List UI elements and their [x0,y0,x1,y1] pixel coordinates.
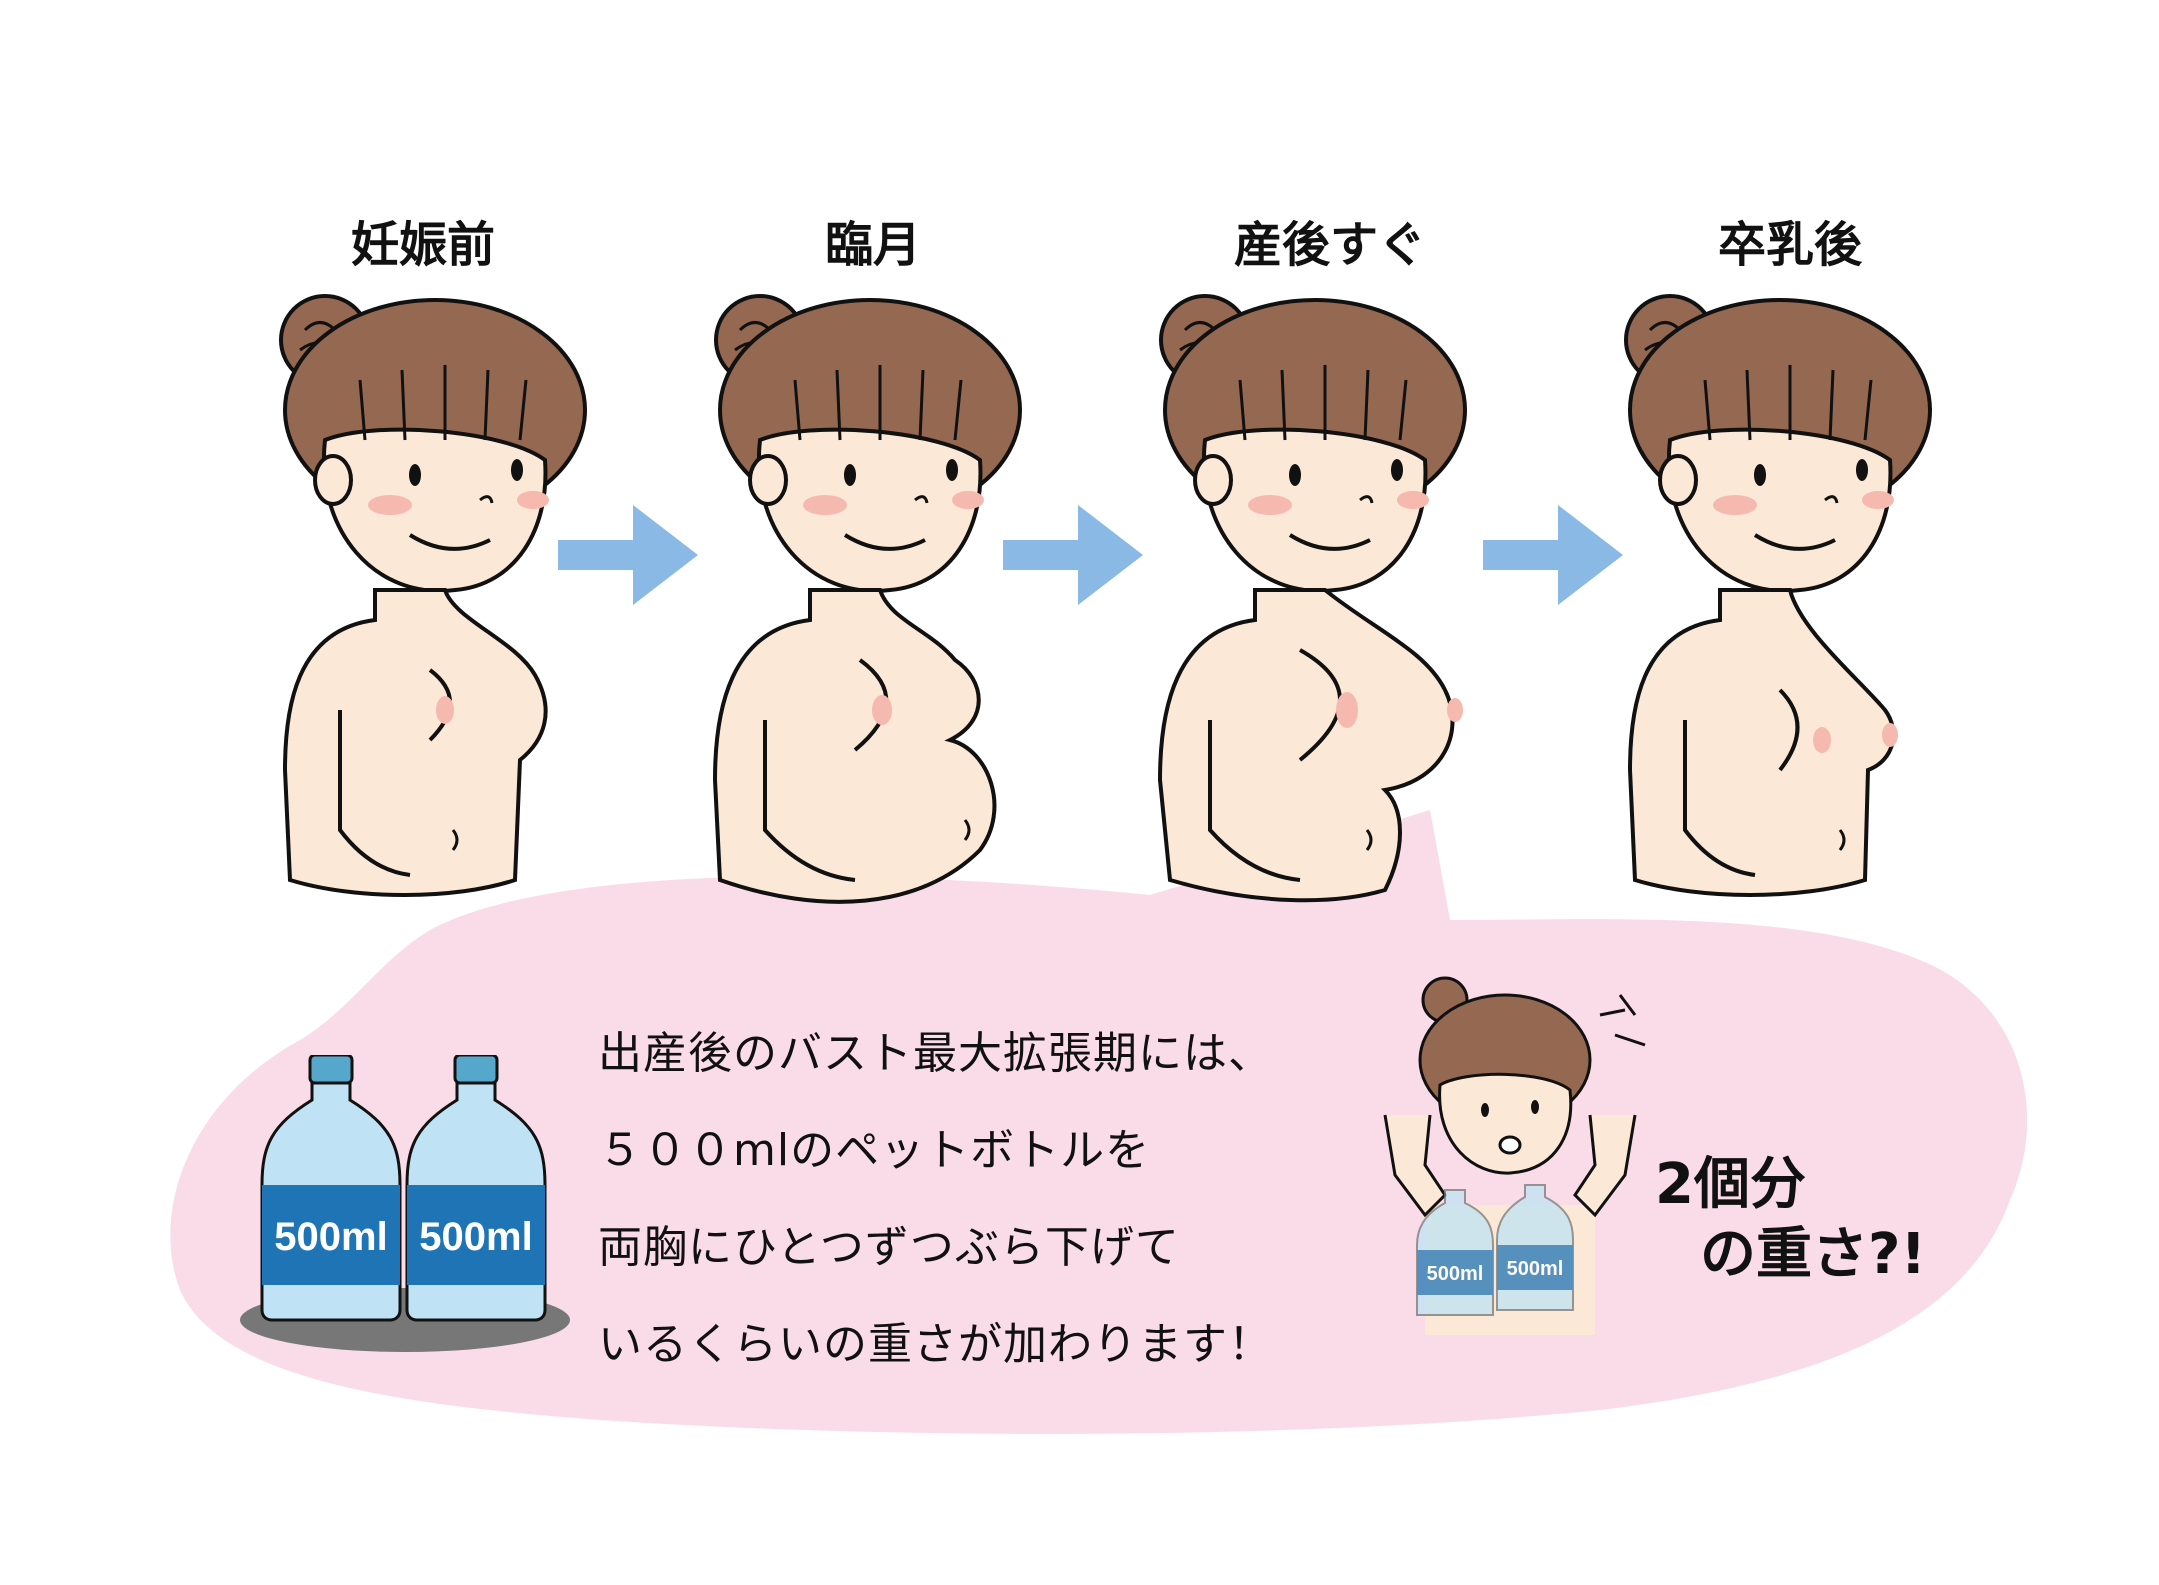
bottle-icon: 500ml [405,1055,547,1322]
bottle-label: 500ml [419,1215,532,1259]
arrow-right-icon [1483,505,1623,605]
arrow-right-icon [1003,505,1143,605]
mini-bottle-label: 500ml [1507,1258,1564,1280]
explanation-line: 出産後のバスト最大拡張期には、 [598,1028,1273,1079]
surprised-woman-illustration: 500ml 500ml [1383,976,1646,1335]
stage-label-pre-pregnancy: 妊娠前 [350,217,495,273]
explanation-text: 出産後のバスト最大拡張期には、 ５００mlのペットボトルを 両胸にひとつずつぶら… [598,1005,1273,1393]
explanation-line: いるくらいの重さが加わります！ [598,1319,1273,1370]
stage-label-postpartum: 産後すぐ [1233,217,1426,273]
stage-label-full-term: 臨月 [824,217,921,273]
stage-label-after-weaning: 卒乳後 [1717,217,1862,273]
figure-postpartum [1157,294,1467,903]
explanation-line: 両胸にひとつずつぶら下げて [598,1222,1180,1273]
explanation-line: ５００mlのペットボトルを [598,1125,1151,1176]
bottle-label: 500ml [274,1215,387,1259]
exclaim-line-1: 2個分 [1655,1152,1806,1217]
figure-full-term [712,294,1022,904]
arrow-right-icon [558,505,698,605]
figure-pre-pregnancy [279,294,587,897]
mini-bottle-label: 500ml [1427,1263,1484,1285]
two-water-bottles-illustration: 500ml 500ml [240,1055,570,1352]
exclaim-text: 2個分 の重さ?! [1655,1150,1926,1290]
figure-after-weaning [1624,294,1932,897]
exclaim-line-2: の重さ?! [1700,1222,1927,1287]
bottle-icon: 500ml [260,1055,402,1322]
